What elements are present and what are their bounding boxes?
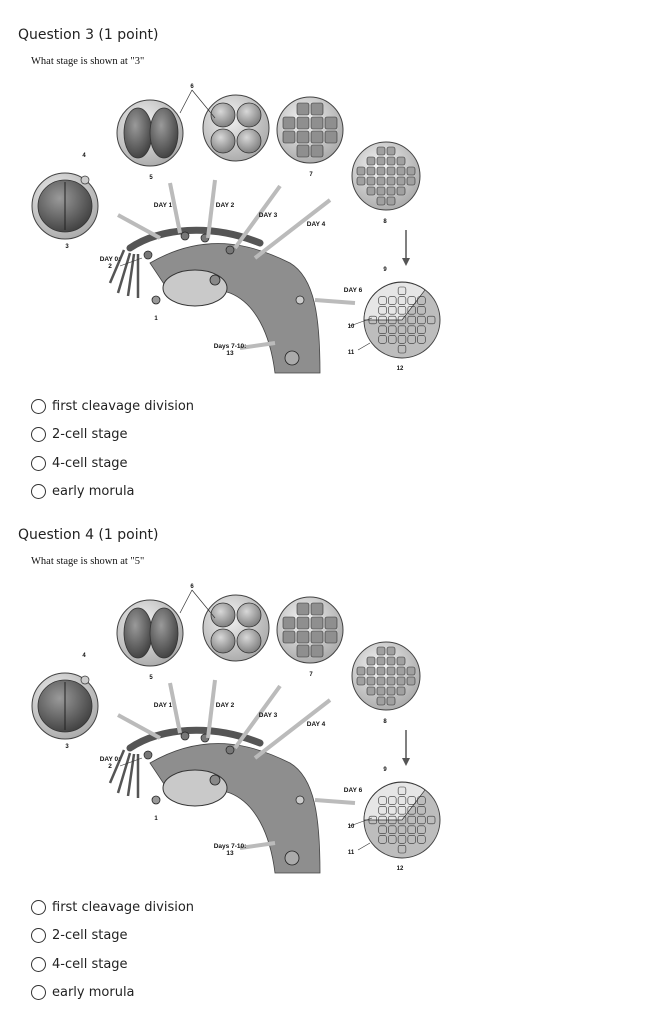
question-prompt: What stage is shown at "3" bbox=[31, 56, 145, 67]
day-4-label: DAY 4 bbox=[307, 721, 326, 728]
stage-number-1: 1 bbox=[154, 316, 158, 322]
stage-number-8: 8 bbox=[383, 219, 387, 225]
days-7-10-label: 13 bbox=[226, 850, 234, 857]
stage-number-11: 11 bbox=[348, 850, 355, 856]
fimbriae bbox=[108, 249, 140, 298]
option-early-morula[interactable]: early morula bbox=[31, 979, 194, 1008]
day-0-label: 2 bbox=[108, 763, 112, 770]
day-6-label: DAY 6 bbox=[344, 287, 363, 294]
follicle bbox=[209, 274, 221, 286]
days-7-10-label: 13 bbox=[226, 350, 234, 357]
eight-cell-stage-7 bbox=[276, 596, 344, 664]
option-4-cell-stage[interactable]: 4-cell stage bbox=[31, 950, 194, 979]
radio-button[interactable] bbox=[31, 899, 46, 915]
option-4-cell-stage[interactable]: 4-cell stage bbox=[31, 449, 194, 478]
option-label: 2-cell stage bbox=[52, 928, 128, 944]
implanting-embryo bbox=[284, 350, 300, 366]
stage-number-6: 6 bbox=[190, 584, 194, 590]
days-7-10-label: Days 7-10: bbox=[214, 843, 247, 850]
question-title: Question 4 (1 point) bbox=[18, 527, 159, 543]
question-prompt: What stage is shown at "5" bbox=[31, 556, 145, 567]
radio-button[interactable] bbox=[31, 427, 46, 443]
embryo-diagram: DAY 0:2 DAY 1 DAY 2 DAY 3 DAY 4 DAY 6 Da… bbox=[31, 84, 441, 374]
option-2-cell-stage[interactable]: 2-cell stage bbox=[31, 421, 194, 450]
radio-button[interactable] bbox=[31, 484, 46, 500]
follicle bbox=[209, 774, 221, 786]
embryo-development-figure: DAY 0:2 DAY 1 DAY 2 DAY 3 DAY 4 DAY 6 Da… bbox=[30, 578, 450, 878]
stage-number-9: 9 bbox=[383, 267, 387, 273]
answer-options: first cleavage division 2-cell stage 4-c… bbox=[31, 392, 194, 506]
option-first-cleavage-division[interactable]: first cleavage division bbox=[31, 392, 194, 421]
stage-number-10: 10 bbox=[348, 824, 355, 830]
option-label: 4-cell stage bbox=[52, 455, 128, 471]
day-6-label: DAY 6 bbox=[344, 787, 363, 794]
morula-stage-8 bbox=[351, 641, 421, 711]
four-cell-stage bbox=[202, 94, 270, 162]
stage-number-12: 12 bbox=[397, 866, 404, 872]
day-0-label: DAY 0: bbox=[100, 756, 121, 763]
radio-button[interactable] bbox=[31, 398, 46, 414]
option-early-morula[interactable]: early morula bbox=[31, 478, 194, 507]
stage-number-11: 11 bbox=[348, 350, 355, 356]
option-label: 2-cell stage bbox=[52, 427, 128, 443]
stage-number-5: 5 bbox=[149, 175, 153, 181]
morula-stage-8 bbox=[351, 141, 421, 211]
day-0-label: 2 bbox=[108, 263, 112, 270]
radio-button[interactable] bbox=[31, 985, 46, 1001]
four-cell-stage bbox=[202, 594, 270, 662]
day-2-label: DAY 2 bbox=[216, 202, 235, 209]
radio-button[interactable] bbox=[31, 956, 46, 972]
day-2-label: DAY 2 bbox=[216, 702, 235, 709]
stage-number-7: 7 bbox=[309, 172, 313, 178]
stage-number-3: 3 bbox=[65, 744, 69, 750]
stage-number-4: 4 bbox=[82, 653, 86, 659]
stage-number-5: 5 bbox=[149, 675, 153, 681]
eight-cell-stage-7 bbox=[276, 96, 344, 164]
question-title: Question 3 (1 point) bbox=[18, 27, 159, 43]
day-1-label: DAY 1 bbox=[154, 202, 173, 209]
stage-number-3: 3 bbox=[65, 244, 69, 250]
stage-number-9: 9 bbox=[383, 767, 387, 773]
day-4-label: DAY 4 bbox=[307, 221, 326, 228]
embryo-diagram: DAY 0:2 DAY 1 DAY 2 DAY 3 DAY 4 DAY 6 Da… bbox=[31, 584, 441, 874]
stage-number-12: 12 bbox=[397, 366, 404, 372]
stage-number-1: 1 bbox=[154, 816, 158, 822]
option-label: first cleavage division bbox=[52, 899, 195, 915]
stage-number-10: 10 bbox=[348, 324, 355, 330]
days-7-10-label: Days 7-10: bbox=[214, 343, 247, 350]
answer-options: first cleavage division 2-cell stage 4-c… bbox=[31, 893, 194, 1007]
ovulated-oocyte bbox=[151, 795, 161, 805]
option-label: early morula bbox=[52, 484, 135, 500]
option-first-cleavage-division[interactable]: first cleavage division bbox=[31, 893, 194, 922]
stage-number-4: 4 bbox=[82, 153, 86, 159]
stage-number-7: 7 bbox=[309, 672, 313, 678]
radio-button[interactable] bbox=[31, 455, 46, 471]
option-label: first cleavage division bbox=[52, 398, 195, 414]
day-0-label: DAY 0: bbox=[100, 256, 121, 263]
day-3-label: DAY 3 bbox=[259, 712, 278, 719]
stage-number-6: 6 bbox=[190, 84, 194, 90]
day-3-label: DAY 3 bbox=[259, 212, 278, 219]
ovulated-oocyte bbox=[151, 295, 161, 305]
implanting-embryo bbox=[284, 850, 300, 866]
day-1-label: DAY 1 bbox=[154, 702, 173, 709]
option-2-cell-stage[interactable]: 2-cell stage bbox=[31, 922, 194, 951]
radio-button[interactable] bbox=[31, 928, 46, 944]
embryo-development-figure: DAY 0:2 DAY 1 DAY 2 DAY 3 DAY 4 DAY 6 Da… bbox=[30, 78, 450, 378]
stage-number-8: 8 bbox=[383, 719, 387, 725]
option-label: early morula bbox=[52, 985, 135, 1001]
fimbriae bbox=[108, 749, 140, 798]
option-label: 4-cell stage bbox=[52, 956, 128, 972]
